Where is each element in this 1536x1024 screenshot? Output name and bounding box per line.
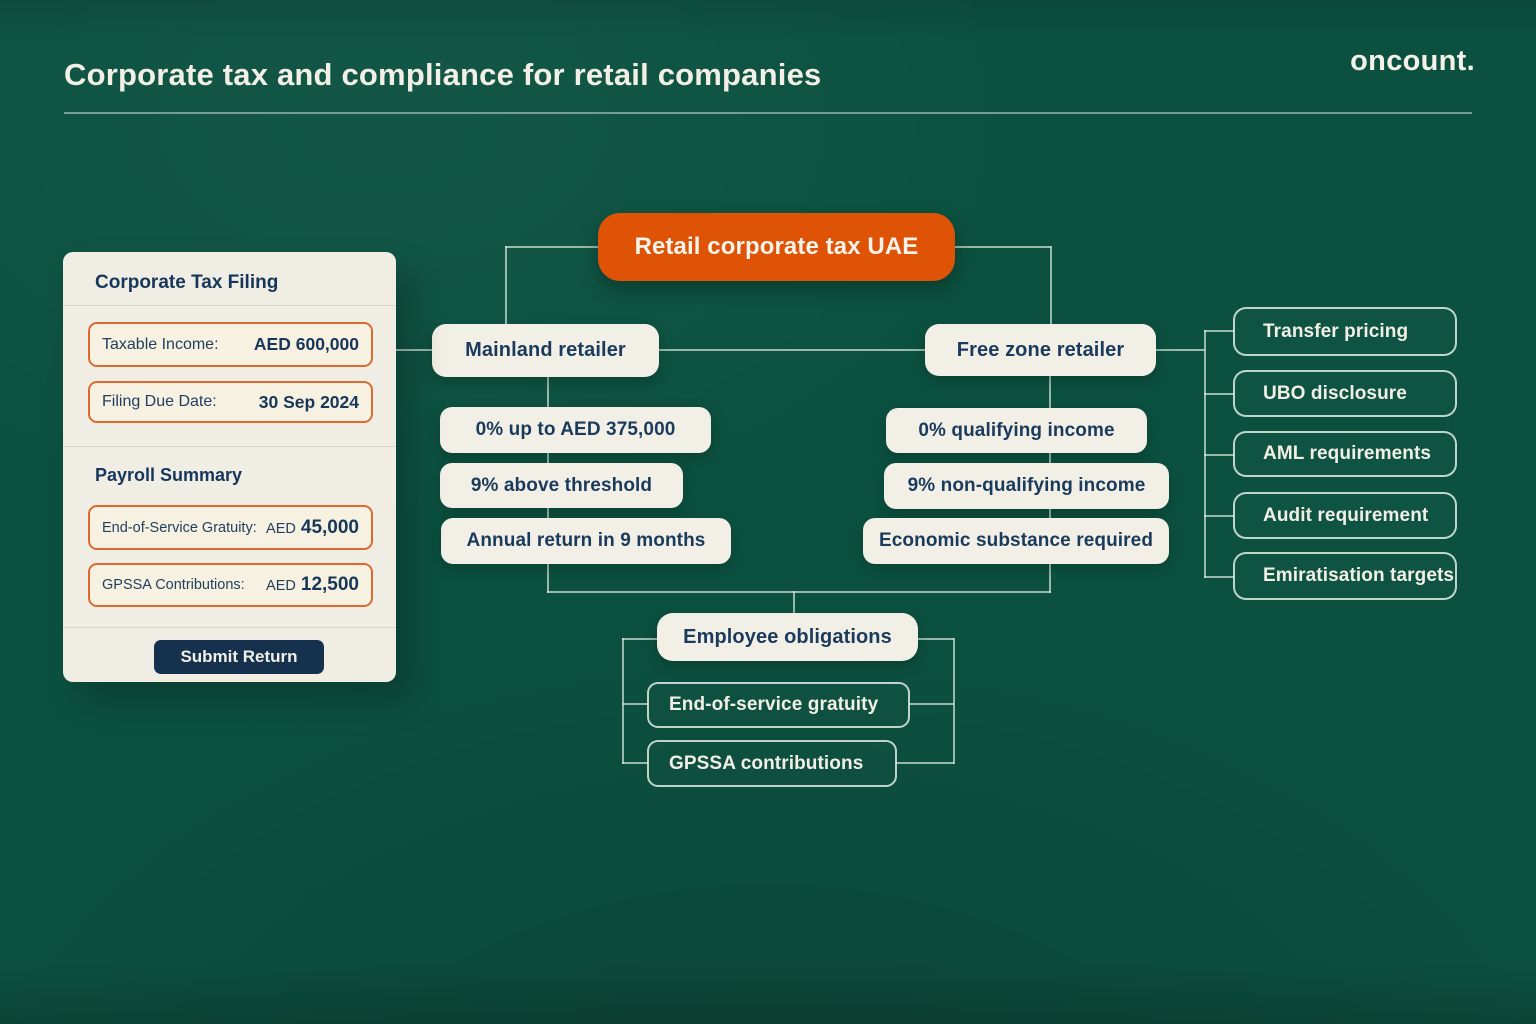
connector-line xyxy=(909,703,954,705)
card-title: Corporate Tax Filing xyxy=(95,272,279,293)
connector-line xyxy=(1204,576,1234,578)
connector-line xyxy=(1155,349,1205,351)
node-freezone-qualifying: 0% qualifying income xyxy=(886,408,1147,453)
node-end-of-service-gratuity: End-of-service gratuity xyxy=(647,682,910,728)
connector-line xyxy=(1204,515,1234,517)
field-end-of-service-gratuity[interactable]: End-of-Service Gratuity: AED 45,000 xyxy=(88,505,373,550)
connector-line xyxy=(659,349,926,351)
card-divider xyxy=(63,446,396,447)
node-gpssa-contributions: GPSSA contributions xyxy=(647,740,897,787)
node-aml-requirements: AML requirements xyxy=(1233,431,1457,477)
node-mainland-retailer: Mainland retailer xyxy=(432,324,659,377)
field-label: End-of-Service Gratuity: xyxy=(102,519,257,536)
field-value: AED 45,000 xyxy=(266,517,359,539)
currency-label: AED xyxy=(266,578,296,594)
node-freezone-non-qualifying: 9% non-qualifying income xyxy=(884,463,1169,509)
connector-line xyxy=(505,246,599,248)
node-employee-obligations: Employee obligations xyxy=(657,613,918,661)
field-value: AED 600,000 xyxy=(253,334,359,354)
connector-line xyxy=(1050,246,1052,326)
field-label: Taxable Income: xyxy=(102,335,219,353)
connector-line xyxy=(622,703,648,705)
amount-value: 45,000 xyxy=(300,516,359,538)
amount-value: 12,500 xyxy=(300,574,359,595)
node-mainland-rate-9: 9% above threshold xyxy=(440,463,683,508)
connector-line xyxy=(1204,454,1234,456)
node-emiratisation-targets: Emiratisation targets xyxy=(1233,552,1457,600)
node-retail-corporate-tax-uae: Retail corporate tax UAE xyxy=(598,213,955,281)
connector-line xyxy=(954,246,1051,248)
payroll-summary-title: Payroll Summary xyxy=(95,465,243,485)
field-taxable-income[interactable]: Taxable Income: AED 600,000 xyxy=(88,322,373,367)
node-audit-requirement: Audit requirement xyxy=(1233,492,1457,539)
connector-line xyxy=(622,638,658,640)
connector-line xyxy=(505,246,507,326)
connector-line xyxy=(953,638,955,764)
node-mainland-annual-return: Annual return in 9 months xyxy=(441,518,731,564)
connector-line xyxy=(793,591,795,615)
field-filing-due-date[interactable]: Filing Due Date: 30 Sep 2024 xyxy=(88,381,373,423)
connector-line xyxy=(896,762,954,764)
field-value: 30 Sep 2024 xyxy=(258,391,359,412)
node-free-zone-retailer: Free zone retailer xyxy=(925,324,1156,376)
field-label: Filing Due Date: xyxy=(102,393,217,410)
connector-line xyxy=(1204,393,1234,395)
field-gpssa-contributions[interactable]: GPSSA Contributions: AED 12,500 xyxy=(88,563,373,607)
card-divider xyxy=(63,305,396,306)
header-divider xyxy=(64,112,1472,114)
connector-line xyxy=(547,591,1051,593)
node-economic-substance: Economic substance required xyxy=(863,518,1169,564)
node-ubo-disclosure: UBO disclosure xyxy=(1233,370,1457,417)
field-label: GPSSA Contributions: xyxy=(102,577,245,593)
connector-line xyxy=(1204,330,1234,332)
corporate-tax-filing-card: Corporate Tax Filing Taxable Income: AED… xyxy=(63,252,396,682)
currency-label: AED xyxy=(266,520,296,537)
connector-line xyxy=(396,349,433,351)
node-mainland-rate-0: 0% up to AED 375,000 xyxy=(440,407,711,453)
page-title: Corporate tax and compliance for retail … xyxy=(64,57,822,92)
connector-line xyxy=(622,638,624,764)
connector-line xyxy=(622,762,648,764)
brand-logo: oncount. xyxy=(1350,45,1475,77)
connector-line xyxy=(917,638,954,640)
field-value: AED 12,500 xyxy=(266,574,359,596)
submit-return-button[interactable]: Submit Return xyxy=(154,640,324,674)
node-transfer-pricing: Transfer pricing xyxy=(1233,307,1457,356)
card-divider xyxy=(63,627,396,628)
